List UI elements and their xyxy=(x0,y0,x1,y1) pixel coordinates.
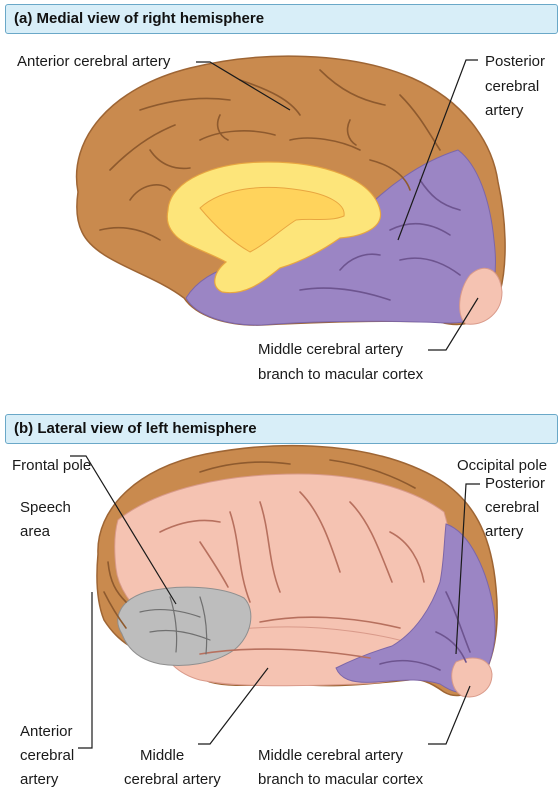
label-anterior-b-line1: Anterior xyxy=(20,722,73,742)
label-posterior-b-line2: cerebral xyxy=(485,498,539,518)
label-speech-line2: area xyxy=(20,522,50,542)
label-middle-a-line2: branch to macular cortex xyxy=(258,365,423,385)
label-middle-b-line1: Middle xyxy=(140,746,184,766)
label-middle-a-line1: Middle cerebral artery xyxy=(258,340,403,360)
label-posterior-b-line1: Posterior xyxy=(485,474,545,494)
label-posterior-a-line3: artery xyxy=(485,101,523,121)
label-speech-line1: Speech xyxy=(20,498,71,518)
label-middle-branch-b-line2: branch to macular cortex xyxy=(258,770,423,790)
label-occipital-pole: Occipital pole xyxy=(457,456,547,476)
label-posterior-a-line2: cerebral xyxy=(485,77,539,97)
label-posterior-b-line3: artery xyxy=(485,522,523,542)
label-posterior-a-line1: Posterior xyxy=(485,52,545,72)
label-middle-b-line2: cerebral artery xyxy=(124,770,221,790)
label-middle-branch-b-line1: Middle cerebral artery xyxy=(258,746,403,766)
label-anterior-b-line3: artery xyxy=(20,770,58,790)
label-anterior-b-line2: cerebral xyxy=(20,746,74,766)
leader-anterior-b xyxy=(78,592,92,748)
label-anterior-cerebral-artery-a: Anterior cerebral artery xyxy=(17,52,170,72)
lateral-brain-figure xyxy=(0,392,560,792)
label-frontal-pole: Frontal pole xyxy=(12,456,91,476)
